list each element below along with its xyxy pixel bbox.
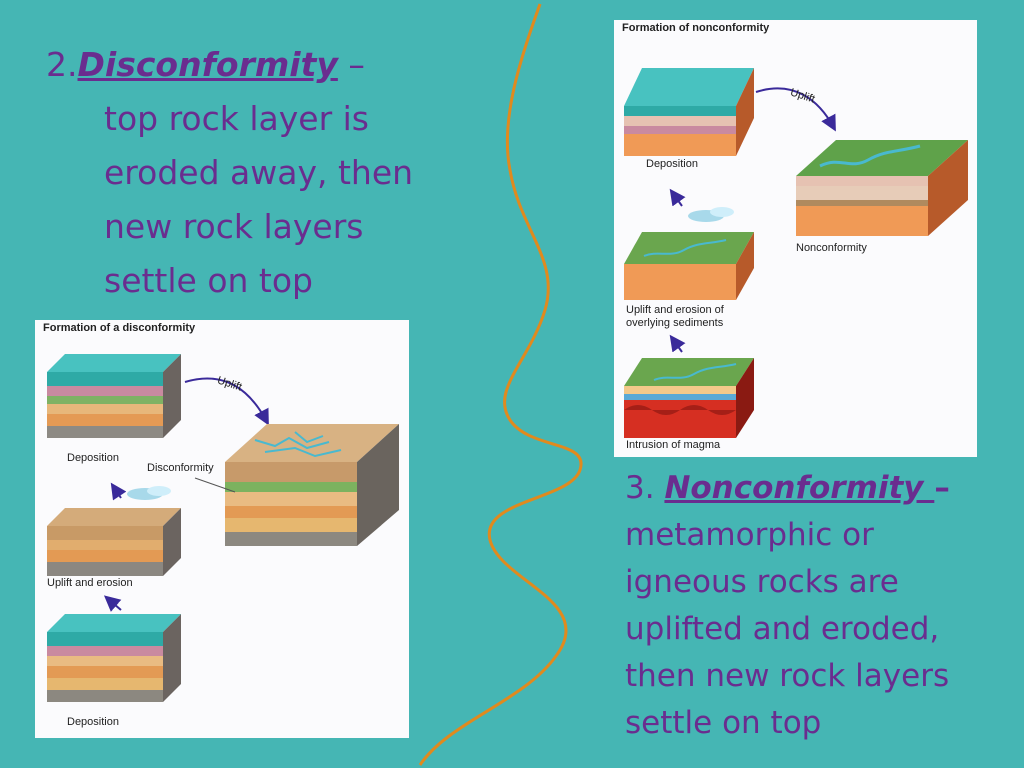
term-disconformity: Disconformity: [77, 45, 338, 84]
block-uplift-erosion: [47, 508, 181, 576]
cloud-icon: [688, 207, 734, 222]
label-disconformity: Disconformity: [147, 462, 214, 474]
disconformity-figure: Formation of a disconformity: [35, 320, 409, 738]
nonconformity-diagram: [624, 68, 968, 438]
definition-line: igneous rocks are: [625, 564, 899, 600]
figure-title: Formation of a disconformity: [43, 322, 196, 334]
block-deposition: [624, 68, 754, 156]
definition-line: new rock layers: [104, 207, 364, 246]
definition-line: metamorphic or: [625, 517, 874, 553]
block-nonconformity: [796, 140, 968, 236]
item-number: 3.: [625, 470, 665, 506]
nonconformity-definition: 3. Nonconformity – metamorphic or igneou…: [625, 465, 1015, 747]
definition-line: eroded away, then: [104, 153, 414, 192]
label-intrusion-magma: Intrusion of magma: [626, 439, 721, 451]
label-uplift-erosion-1: Uplift and erosion of: [626, 304, 724, 316]
label-deposition-top: Deposition: [67, 452, 119, 464]
term-dash: –: [337, 45, 365, 84]
label-deposition-bottom: Deposition: [67, 716, 119, 728]
block-intrusion: [624, 358, 754, 438]
label-nonconformity: Nonconformity: [796, 242, 867, 254]
block-deposition-bottom: [47, 614, 181, 702]
label-uplift-erosion: Uplift and erosion: [47, 577, 133, 589]
disconformity-diagram: [47, 354, 399, 702]
block-disconformity: [225, 424, 399, 546]
definition-line: uplifted and eroded,: [625, 611, 940, 647]
nonconformity-figure: Formation of nonconformity: [614, 20, 977, 457]
label-deposition: Deposition: [646, 158, 698, 170]
disconformity-definition: 2.Disconformity – top rock layer is erod…: [46, 38, 466, 308]
term-nonconformity: Nonconformity: [664, 470, 935, 506]
definition-line: then new rock layers: [625, 658, 950, 694]
block-uplift-erosion: [624, 232, 754, 300]
definition-line: settle on top: [104, 261, 314, 300]
figure-title: Formation of nonconformity: [622, 22, 770, 34]
block-deposition-top: [47, 354, 181, 438]
label-uplift-erosion-2: overlying sediments: [626, 317, 724, 329]
cloud-icon: [127, 486, 171, 500]
definition-line: top rock layer is: [104, 99, 369, 138]
item-number: 2.: [46, 45, 78, 84]
term-dash: –: [934, 470, 950, 506]
definition-line: settle on top: [625, 705, 822, 741]
